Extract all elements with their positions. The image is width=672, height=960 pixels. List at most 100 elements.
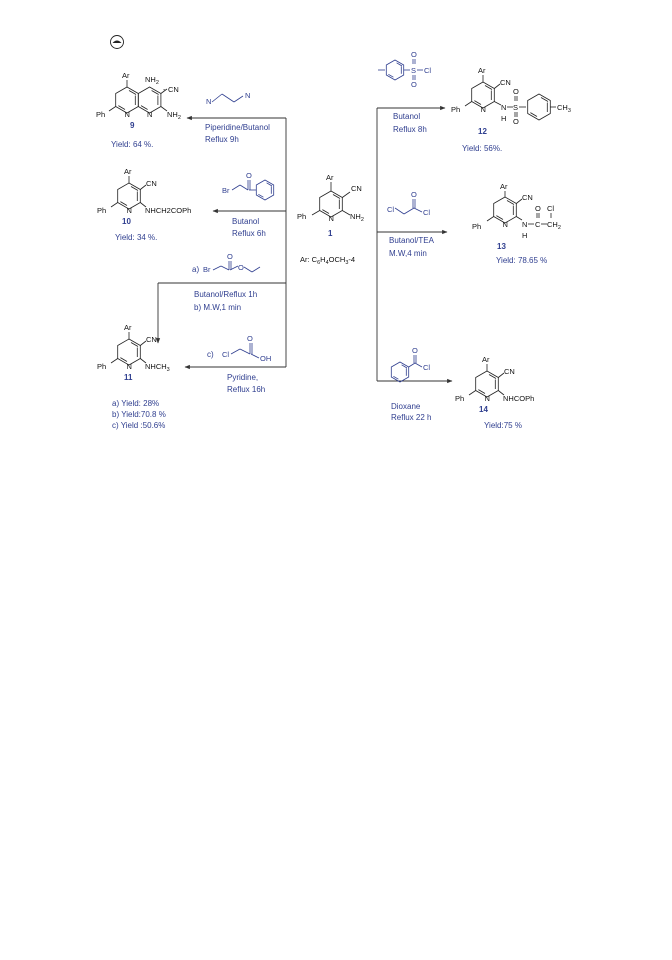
svg-text:CH3: CH3 [557,103,571,114]
reagent-chloroacetic-acid: c) Cl O OH [207,334,271,363]
conditions-10-line2: Reflux 6h [232,229,266,238]
svg-text:Ar: Ar [124,323,132,332]
conditions-11-c-line1: Pyridine, [227,373,258,382]
svg-text:NHCOPh: NHCOPh [503,394,534,403]
svg-text:Cl: Cl [222,350,229,359]
svg-text:Br: Br [203,265,211,274]
svg-text:N: N [127,206,132,215]
svg-text:N: N [245,91,250,100]
svg-text:Ph: Ph [96,110,105,119]
svg-text:Ph: Ph [472,222,481,231]
ar-definition-sub2: 4 [326,260,329,266]
svg-text:CN: CN [504,367,515,376]
compound-number-1: 1 [328,229,333,238]
svg-text:Ph: Ph [97,362,106,371]
compound-13-structure: Ar CN N H C O CH2 Cl N Ph 13 Yield: 78.6… [472,182,561,265]
svg-text:N: N [147,110,152,119]
conditions-9-line2: Reflux 9h [205,135,239,144]
svg-text:O: O [513,87,519,96]
atom-ar: Ar [326,173,334,182]
svg-text:Ar: Ar [482,355,490,364]
svg-text:CN: CN [146,335,157,344]
svg-text:S: S [411,66,416,75]
conditions-9-line1: Piperidine/Butanol [205,123,270,132]
conditions-14-line2: Reflux 22 h [391,413,431,422]
compound-10-structure: Ar CN NHCH2COPh N Ph 10 Yield: 34 %. [97,167,191,242]
yield-12: Yield: 56%. [462,144,502,153]
svg-text:NHCH3: NHCH3 [145,362,170,373]
atom-cn: CN [351,184,362,193]
svg-text:O: O [411,80,417,89]
yield-10: Yield: 34 %. [115,233,157,242]
ar-definition-suffix: OCH [329,255,346,264]
svg-text:Cl: Cl [424,66,431,75]
svg-text:Ar: Ar [478,66,486,75]
compound-number-11: 11 [124,373,133,382]
svg-text:O: O [246,171,252,180]
reagent-benzoyl-chloride: O Cl [390,346,430,383]
svg-text:Ar: Ar [500,182,508,191]
svg-text:O: O [535,204,541,213]
svg-text:O: O [411,50,417,59]
reagent-chloroacetyl-chloride: Cl O Cl [387,190,430,217]
yield-11-c: c) Yield :50.6% [112,421,165,430]
reagent-phenacyl-bromide: Br O [222,171,275,201]
svg-text:N: N [206,97,211,106]
svg-text:O: O [247,334,253,343]
svg-text:S: S [513,103,518,112]
conditions-13-line2: M.W,4 min [389,249,427,258]
svg-text:OH: OH [260,354,271,363]
svg-text:a): a) [192,265,199,274]
svg-text:O: O [238,263,244,272]
svg-text:N: N [481,105,486,114]
svg-text:Ph: Ph [97,206,106,215]
ar-definition-end: -4 [348,255,355,264]
arrow-network [155,105,453,384]
ar-definition-sub1: 6 [317,260,320,266]
svg-text:N: N [503,220,508,229]
svg-text:Ar: Ar [122,71,130,80]
atom-nh2: NH [350,212,361,221]
svg-text:CN: CN [168,85,179,94]
svg-text:O: O [227,252,233,261]
svg-text:CH2: CH2 [547,220,561,231]
svg-text:Ar: Ar [124,167,132,176]
svg-text:O: O [411,190,417,199]
compound-number-12: 12 [478,127,487,136]
compound-9-structure: Ar NH2 - CN NH2 N N Ph 9 Yield: 64 %. [96,71,181,149]
ar-definition-prefix: Ar: C [300,255,318,264]
compound-number-13: 13 [497,242,506,251]
yield-11-a: a) Yield: 28% [112,399,159,408]
svg-text:H: H [501,114,506,123]
svg-text:N: N [522,220,527,229]
conditions-12-line1: Butanol [393,112,420,121]
svg-text:Cl: Cl [423,363,430,372]
svg-text:Ar: C6H4OCH3-4: Ar: C6H4OCH3-4 [300,255,355,266]
svg-text:N: N [127,362,132,371]
svg-text:Cl: Cl [547,204,554,213]
svg-text:Br: Br [222,186,230,195]
conditions-11-c-line2: Reflux 16h [227,385,265,394]
svg-text:C: C [535,220,541,229]
svg-text:NH2: NH2 [167,110,181,121]
svg-text:CN: CN [522,193,533,202]
conditions-14-line1: Dioxane [391,402,421,411]
compound-12-structure: Ar CN N H S O O CH3 N Ph 12 Yield: 56%. [451,66,571,153]
svg-text:H: H [522,231,527,240]
conditions-11-a: Butanol/Reflux 1h [194,290,257,299]
svg-text:Cl: Cl [387,205,394,214]
atom-n: N [329,214,334,223]
svg-text:O: O [412,346,418,355]
svg-text:NH2: NH2 [350,212,364,223]
conditions-11-b: b) M.W,1 min [194,303,241,312]
svg-text:NHCH2COPh: NHCH2COPh [145,206,191,215]
svg-text:N: N [501,103,506,112]
svg-text:Cl: Cl [423,208,430,217]
reagent-tosyl-chloride: S O O Cl [378,50,431,89]
atom-nh2-sub: 2 [361,217,364,223]
ar-definition-mid: H [320,255,325,264]
svg-text:Ph: Ph [451,105,460,114]
yield-14: Yield:75 % [484,421,522,430]
reagent-malononitrile: N N [206,91,250,106]
